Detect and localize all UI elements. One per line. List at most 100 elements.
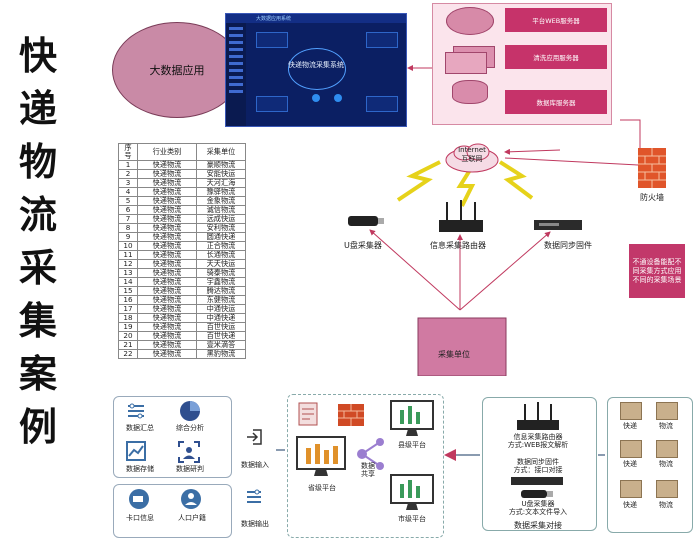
title-char: 流 xyxy=(18,193,57,237)
title-char: 案 xyxy=(18,352,57,396)
document-icon xyxy=(298,402,318,426)
summary-icon xyxy=(128,403,144,419)
title-char: 集 xyxy=(18,299,57,343)
title-char: 快 xyxy=(18,34,57,78)
package-icon xyxy=(656,402,678,420)
express-label: 物流 xyxy=(659,460,673,468)
dashboard-node-icon xyxy=(312,94,320,102)
package-icon xyxy=(620,440,642,458)
dock-sync-text: 数据同步固件方式：接口对接 xyxy=(486,458,590,474)
checkpoint-label: 卡口信息 xyxy=(126,514,154,522)
server-web-label: 平台WEB服务器 xyxy=(505,8,607,32)
express-label: 物流 xyxy=(659,422,673,430)
share-node-icon xyxy=(357,438,384,470)
data-input-icon xyxy=(247,429,262,445)
checkpoint-icon xyxy=(129,489,149,509)
firewall-small-icon xyxy=(338,404,364,426)
server-clean-label: 清洗应用服务器 xyxy=(505,45,607,69)
info-panel xyxy=(113,484,232,538)
usb-collector-icon xyxy=(348,216,384,226)
dashboard-sidebar xyxy=(226,23,246,126)
firewall-label: 防火墙 xyxy=(640,193,664,202)
dashboard-panel xyxy=(256,32,288,48)
judgment-label: 数据研判 xyxy=(176,465,204,473)
sync-firmware-label: 数据同步固件 xyxy=(544,241,592,250)
express-label: 物流 xyxy=(659,501,673,509)
collect-dock-panel xyxy=(482,397,597,531)
big-data-app-node: 大数据应用 xyxy=(112,22,242,118)
dock-sync-icon xyxy=(511,477,563,485)
package-icon xyxy=(656,440,678,458)
table-cell: 快递物流 xyxy=(137,349,197,359)
title-char: 例 xyxy=(18,405,57,449)
dock-router-name: 信息采集路由器 xyxy=(513,433,563,441)
city-platform-label: 市级平台 xyxy=(398,515,426,523)
analysis-label: 综合分析 xyxy=(176,424,204,432)
dock-router-method: 方式:WEB报文解析 xyxy=(507,441,569,449)
express-label: 快递 xyxy=(623,501,637,509)
dock-title: 数据采集对接 xyxy=(514,521,562,530)
table-cell: 黑豹物流 xyxy=(196,349,246,359)
collect-unit-node xyxy=(417,317,507,376)
table-header-cell: 序号 xyxy=(118,143,138,161)
data-input-label: 数据输入 xyxy=(241,461,269,469)
usb-collector-label: U盘采集器 xyxy=(344,241,382,250)
dock-usb-text: U盘采集器方式:文本文件导入 xyxy=(486,500,590,516)
title-char: 递 xyxy=(18,87,57,131)
table-header-row: 序号 行业类别 采集单位 xyxy=(118,143,246,161)
note-box: 不通设备能配不同采集方式应用不同的采集场景 xyxy=(629,244,685,298)
sync-firmware-icon xyxy=(534,220,582,230)
express-panel xyxy=(607,397,693,533)
table-cell: 22 xyxy=(118,349,138,359)
province-platform-label: 省级平台 xyxy=(308,484,336,492)
title-char: 物 xyxy=(18,140,57,184)
app-server-icon xyxy=(445,52,487,74)
package-icon xyxy=(620,402,642,420)
dock-usb-method: 方式:文本文件导入 xyxy=(508,508,568,516)
county-platform-label: 县级平台 xyxy=(398,441,426,449)
storage-icon xyxy=(126,441,146,461)
data-output-label: 数据输出 xyxy=(241,520,269,528)
household-icon xyxy=(181,489,201,509)
province-platform-icon xyxy=(296,436,346,476)
firewall-icon xyxy=(638,148,666,188)
dock-sync-method: 方式：接口对接 xyxy=(513,466,563,474)
dashboard-header: 大数据应用系统 xyxy=(226,14,406,23)
dock-router-icon xyxy=(517,402,559,430)
internet-label-en: Internet xyxy=(458,146,486,154)
package-icon xyxy=(620,480,642,498)
county-platform-icon xyxy=(390,400,434,436)
storage-label: 数据存储 xyxy=(126,465,154,473)
collect-unit-label: 采集单位 xyxy=(438,350,470,359)
dashboard-center-title: 快递物流采集系统 xyxy=(288,61,344,69)
share-label: 数据共享 xyxy=(356,462,380,478)
express-label: 快递 xyxy=(623,422,637,430)
table-header-cell: 行业类别 xyxy=(137,143,197,161)
dock-usb-name: U盘采集器 xyxy=(521,500,555,508)
database-icon xyxy=(452,80,488,104)
household-label: 人口户籍 xyxy=(178,514,206,522)
server-db-label: 数据库服务器 xyxy=(505,90,607,114)
title-char: 采 xyxy=(18,246,57,290)
dock-sync-name: 数据同步固件 xyxy=(517,458,559,466)
note-text: 不通设备能配不同采集方式应用不同的采集场景 xyxy=(632,257,682,284)
data-output-icon xyxy=(247,489,261,503)
summary-label: 数据汇总 xyxy=(126,424,154,432)
router-icon xyxy=(439,200,483,232)
dashboard-center-ring xyxy=(288,48,346,90)
analysis-panel xyxy=(113,396,232,478)
analysis-icon xyxy=(180,401,200,421)
internet-cloud-icon xyxy=(445,143,499,173)
dashboard-node-icon xyxy=(334,94,342,102)
share-label-line: 共享 xyxy=(361,470,375,478)
platform-panel xyxy=(287,394,444,538)
dock-router-text: 信息采集路由器方式:WEB报文解析 xyxy=(486,433,590,449)
router-label: 信息采集路由器 xyxy=(430,241,486,250)
internet-label-cn: 互联网 xyxy=(461,155,483,163)
